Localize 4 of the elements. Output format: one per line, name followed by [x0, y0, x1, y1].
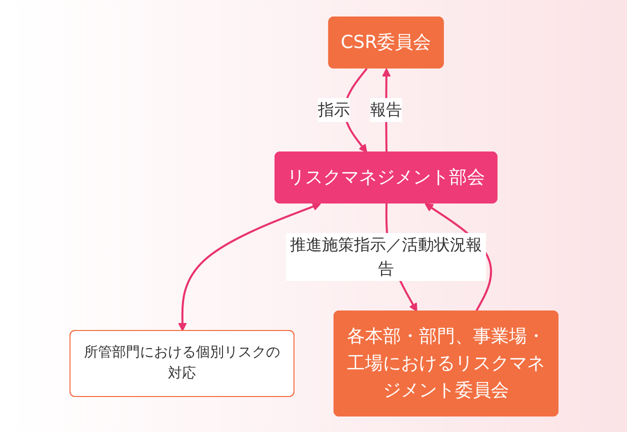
edge-label: 報告: [370, 100, 402, 118]
arrow: [178, 202, 321, 331]
edge-label: 指示: [318, 100, 350, 118]
edge-label: 推進施策指示／活動状況報告: [290, 234, 482, 278]
